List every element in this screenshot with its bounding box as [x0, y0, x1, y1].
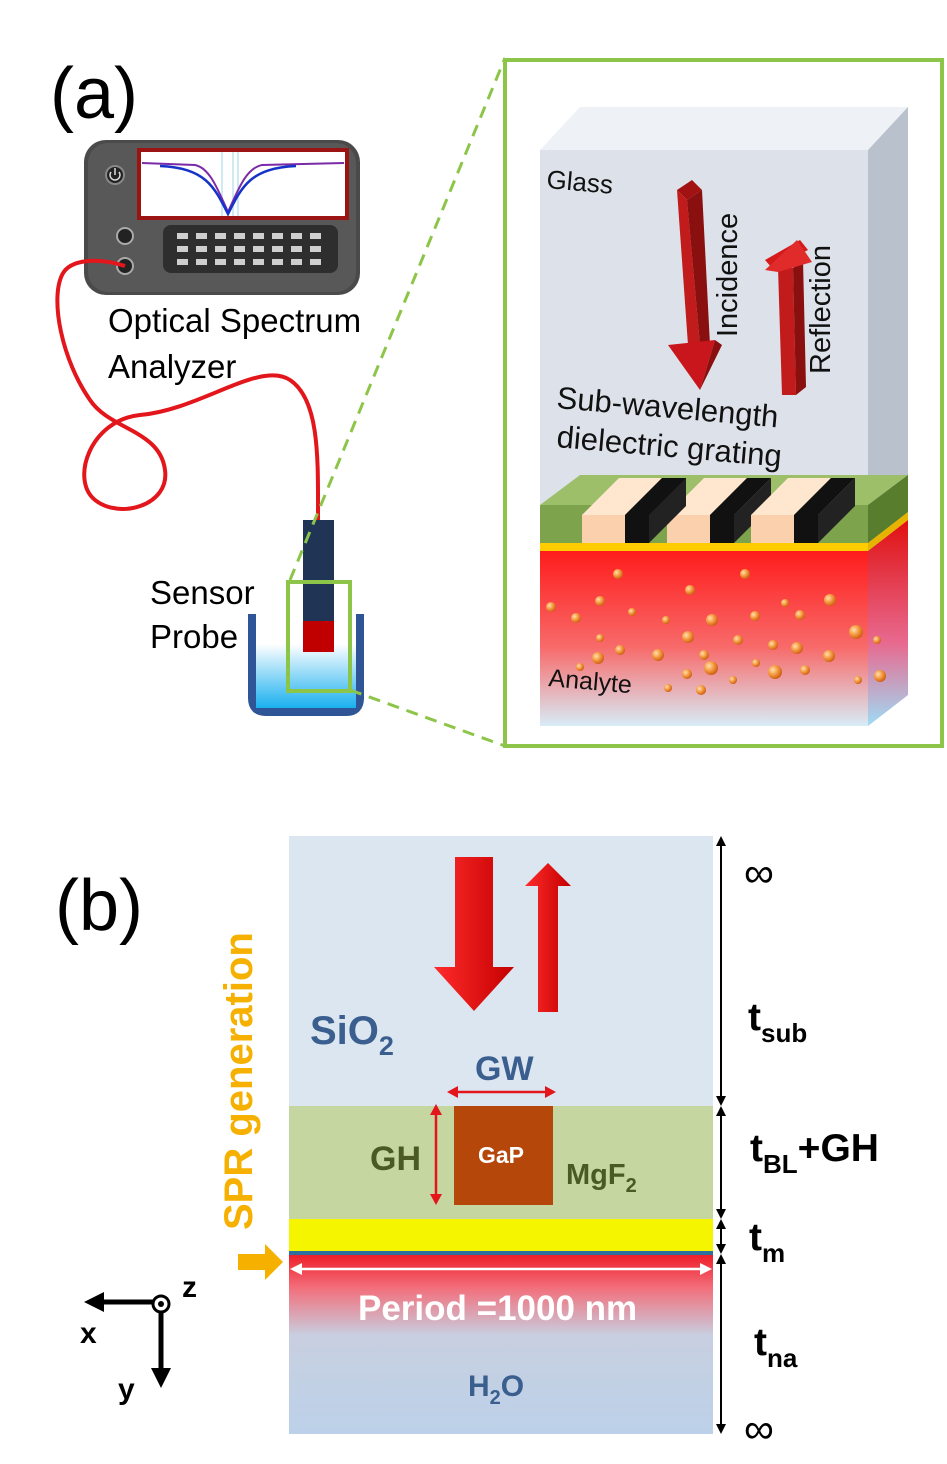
axis-x-label: x	[80, 1317, 97, 1350]
spr-generation-label: SPR generation	[217, 932, 261, 1230]
t-sub-label: tsub	[748, 996, 807, 1048]
zoom-line-bottom	[349, 688, 506, 748]
incident-arrow	[434, 857, 514, 1011]
analyte-particles	[546, 569, 886, 695]
gap-label: GaP	[478, 1142, 524, 1168]
period-label: Period =1000 nm	[358, 1289, 637, 1328]
gw-dimension-arrow	[447, 1086, 556, 1098]
glass-label: Glass	[545, 164, 614, 200]
panel-b-label: (b)	[55, 866, 143, 946]
spr-pointer-arrow	[238, 1244, 283, 1280]
metal-interface-line	[289, 1251, 713, 1255]
svg-text:tBL+GH: tBL+GH	[750, 1127, 879, 1179]
probe-tip	[303, 621, 334, 652]
t-m-label: tm	[749, 1216, 785, 1268]
coordinate-axes	[84, 1292, 171, 1388]
panel-a-label: (a)	[50, 54, 138, 134]
reflected-arrow	[525, 863, 571, 1012]
power-icon	[105, 165, 125, 185]
spectrum-dip-curve	[141, 152, 345, 217]
svg-text:tna: tna	[754, 1321, 798, 1373]
metal-layer	[289, 1219, 713, 1252]
analyzer-label-line1: Optical Spectrum	[108, 302, 361, 339]
t-bl-gh-label: tBL+GH	[750, 1127, 879, 1179]
zoom-line-top	[288, 57, 507, 581]
h2o-label: H2O	[468, 1370, 524, 1409]
incidence-label: Incidence	[712, 213, 744, 337]
axis-y-label: y	[118, 1373, 135, 1406]
axis-z-label: z	[182, 1271, 197, 1304]
svg-text:MgF2: MgF2	[566, 1159, 637, 1197]
port-icon	[116, 227, 134, 245]
spectrum-analyzer	[84, 140, 360, 295]
sensor-probe-beaker	[248, 520, 364, 716]
t-na-label: tna	[754, 1321, 798, 1373]
optical-fiber-cable	[55, 258, 321, 521]
gh-dimension-arrow	[430, 1104, 442, 1205]
infinity-bottom: ∞	[744, 1405, 774, 1452]
reflection-arrow	[765, 240, 812, 395]
sensor-label-line2: Probe	[150, 618, 238, 655]
svg-text:tm: tm	[749, 1216, 785, 1268]
probe-zoom-box	[286, 580, 352, 693]
incidence-arrow	[668, 180, 722, 390]
gw-label: GW	[475, 1050, 534, 1088]
svg-text:H2O: H2O	[468, 1370, 524, 1409]
gh-label: GH	[370, 1140, 421, 1178]
h2o-analyte-layer	[289, 1255, 713, 1434]
reflection-label: Reflection	[805, 245, 837, 374]
sio2-label: SiO2	[310, 1009, 394, 1061]
period-dimension-arrow	[290, 1263, 712, 1275]
svg-text:SiO2: SiO2	[310, 1009, 394, 1061]
grating-3d-model	[540, 107, 908, 726]
sensor-label-line1: Sensor	[150, 574, 255, 611]
analyzer-label-line2: Analyzer	[108, 348, 236, 385]
svg-text:tsub: tsub	[748, 996, 807, 1048]
analyzer-screen	[137, 148, 349, 220]
gap-grating-ridge	[454, 1106, 553, 1205]
mgf2-label: MgF2	[566, 1159, 637, 1197]
infinity-top: ∞	[744, 849, 774, 896]
